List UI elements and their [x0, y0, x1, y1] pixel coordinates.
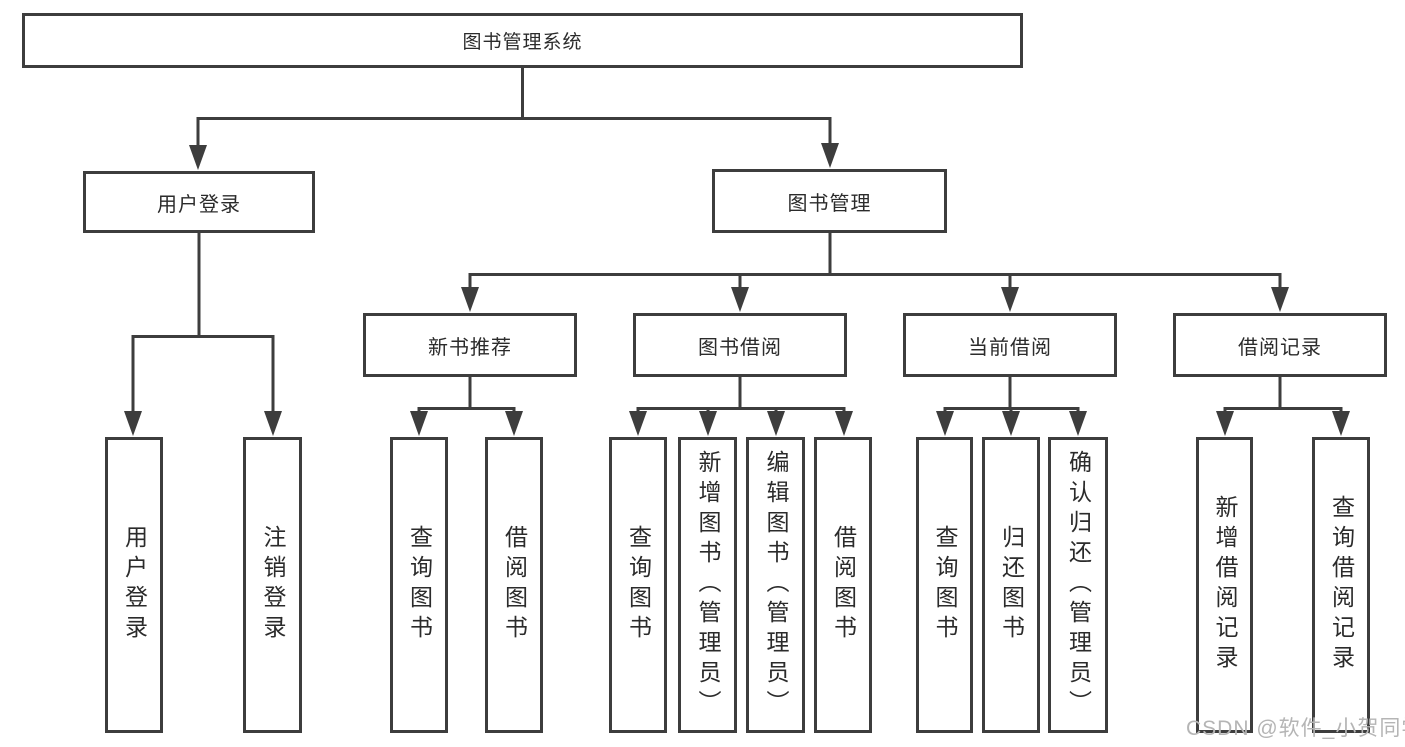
csdn-watermark: CSDN @软件_小贺同学 — [1186, 717, 1405, 740]
edge-new-book-recommend-to-leaves — [417, 377, 516, 414]
node-user-login-label: 用户登录 — [157, 193, 241, 216]
edge-borrow-records-to-leaves — [1223, 377, 1343, 414]
leaf-label: 编辑图书（管理员） — [763, 450, 789, 720]
edge-book-management-to-level3 — [468, 233, 1282, 289]
node-borrow-records-label: 借阅记录 — [1238, 336, 1322, 359]
node-book-borrow: 图书借阅 — [633, 313, 847, 377]
node-root: 图书管理系统 — [22, 13, 1023, 68]
leaf-confirm-return-admin: 确认归还（管理员） — [1048, 437, 1108, 733]
leaf-label: 确认归还（管理员） — [1065, 450, 1092, 720]
leaf-logout: 注销登录 — [243, 437, 302, 733]
node-book-management: 图书管理 — [712, 169, 947, 233]
leaf-label: 查询图书 — [932, 525, 958, 645]
leaf-borrow-books-recommend: 借阅图书 — [485, 437, 543, 733]
leaf-label: 新增借阅记录 — [1212, 495, 1238, 675]
leaf-add-books-admin: 新增图书（管理员） — [678, 437, 737, 733]
node-book-borrow-label: 图书借阅 — [698, 336, 782, 359]
leaf-label: 归还图书 — [998, 525, 1025, 645]
leaf-add-borrow-record: 新增借阅记录 — [1196, 437, 1253, 733]
node-user-login: 用户登录 — [83, 171, 315, 233]
leaf-edit-books-admin: 编辑图书（管理员） — [746, 437, 805, 733]
leaf-borrow-books: 借阅图书 — [814, 437, 872, 733]
node-borrow-records: 借阅记录 — [1173, 313, 1387, 377]
node-current-borrow-label: 当前借阅 — [968, 336, 1052, 359]
leaf-query-books-borrow: 查询图书 — [609, 437, 667, 733]
node-new-book-recommend-label: 新书推荐 — [428, 336, 512, 359]
leaf-label: 查询借阅记录 — [1328, 495, 1355, 675]
leaf-query-books-current: 查询图书 — [916, 437, 973, 733]
leaf-return-books: 归还图书 — [982, 437, 1040, 733]
leaf-label: 查询图书 — [625, 525, 652, 645]
edge-book-borrow-to-leaves — [636, 377, 846, 414]
node-new-book-recommend: 新书推荐 — [363, 313, 577, 377]
leaf-user-login: 用户登录 — [105, 437, 163, 733]
leaf-label: 借阅图书 — [501, 525, 528, 645]
leaf-label: 注销登录 — [260, 525, 286, 645]
node-current-borrow: 当前借阅 — [903, 313, 1117, 377]
leaf-label: 借阅图书 — [830, 525, 857, 645]
leaf-label: 用户登录 — [121, 525, 148, 645]
leaf-label: 新增图书（管理员） — [695, 450, 721, 720]
node-root-label: 图书管理系统 — [462, 32, 583, 53]
leaf-query-books-recommend: 查询图书 — [390, 437, 448, 733]
leaf-label: 查询图书 — [406, 525, 433, 645]
edge-user-login-to-leaves — [131, 233, 275, 413]
edge-root-to-level2 — [196, 68, 832, 146]
edge-current-borrow-to-leaves — [943, 377, 1080, 414]
node-book-management-label: 图书管理 — [787, 192, 872, 215]
leaf-query-borrow-record: 查询借阅记录 — [1312, 437, 1370, 733]
